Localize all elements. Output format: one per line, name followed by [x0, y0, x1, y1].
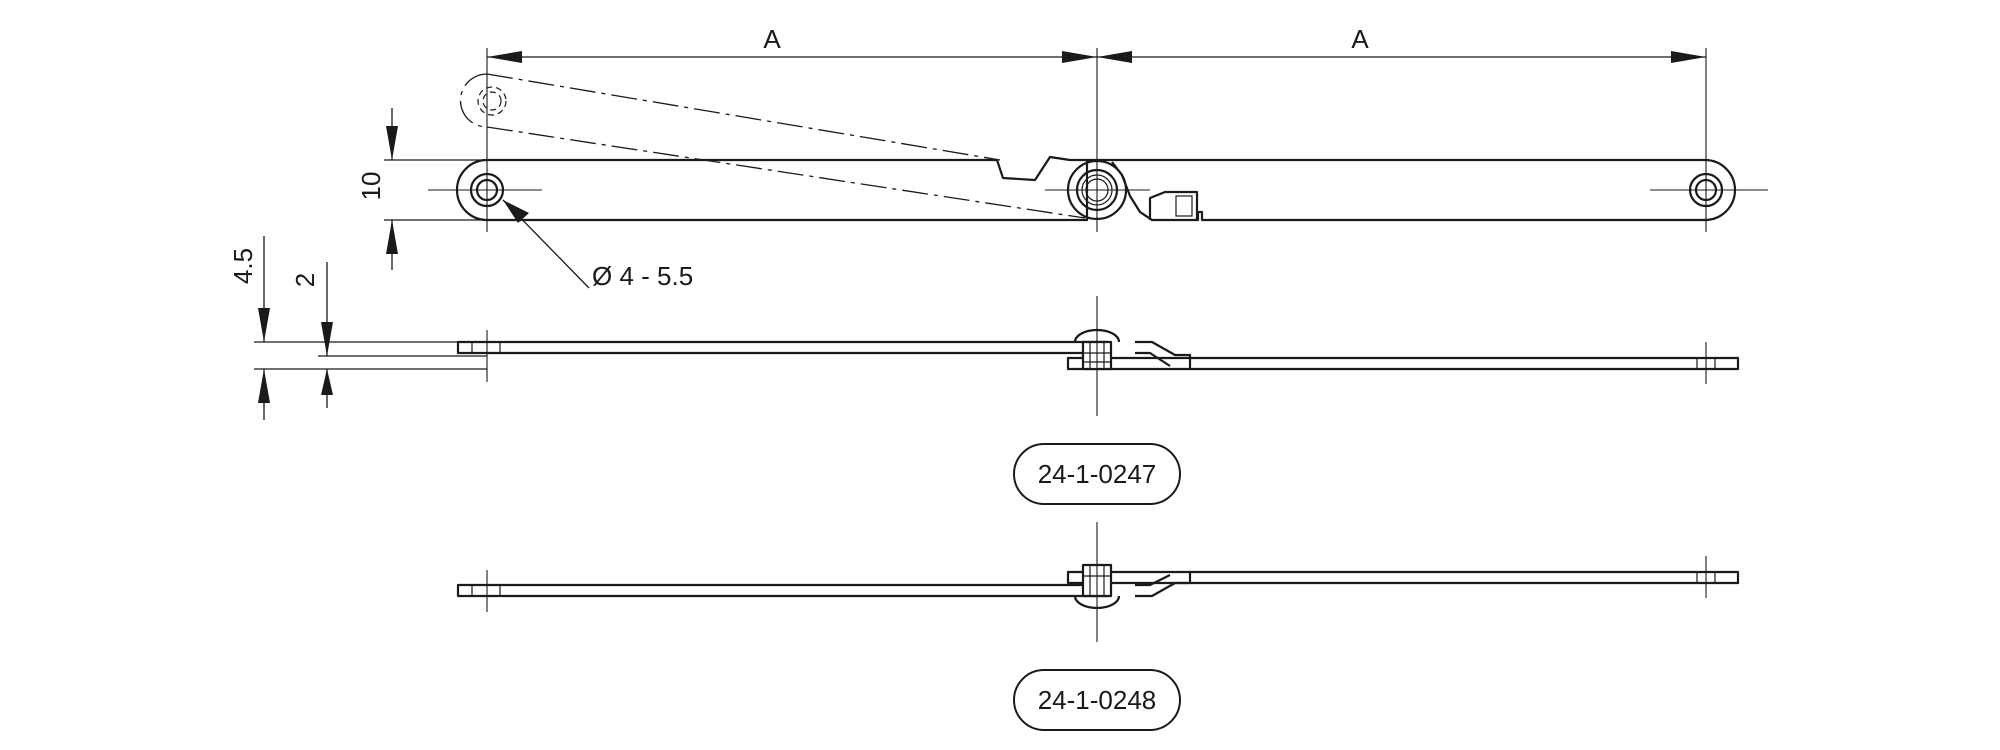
dimension-a-left-label: A [763, 24, 781, 54]
dimension-total-thickness [254, 236, 487, 420]
hole-diameter-label: Ø 4 - 5.5 [592, 261, 693, 291]
dimension-a-right [1097, 51, 1706, 63]
hinge-latch [1148, 190, 1199, 220]
dimension-a-right-label: A [1351, 24, 1369, 54]
part-number-badge-1: 24-1-0247 [1013, 443, 1181, 505]
dimension-height [384, 108, 487, 270]
upper-bar [456, 340, 1110, 355]
dimension-a-left [487, 51, 1097, 63]
top-view: A A 10 Ø 4 - 5.5 [356, 24, 1768, 291]
right-arm [1087, 158, 1737, 222]
part-number-1: 24-1-0247 [1038, 459, 1157, 489]
dimension-bar-thickness-label: 2 [290, 273, 320, 287]
hole-diameter-leader [502, 199, 590, 289]
dimension-height-label: 10 [356, 172, 386, 201]
left-arm [455, 155, 1089, 222]
phantom-arm [459, 73, 1086, 219]
side-view-1: 4.5 2 [228, 236, 1740, 420]
part-number-2: 24-1-0248 [1038, 685, 1157, 715]
lower-bar [1066, 356, 1740, 371]
dimension-bar-thickness [318, 262, 487, 408]
left-bar-2 [456, 583, 1110, 598]
part-number-badge-2: 24-1-0248 [1013, 669, 1181, 731]
side-view-2 [456, 522, 1740, 642]
dimension-total-thickness-label: 4.5 [228, 248, 258, 284]
centerlines-top [428, 48, 1768, 232]
right-bar-2 [1066, 570, 1740, 585]
